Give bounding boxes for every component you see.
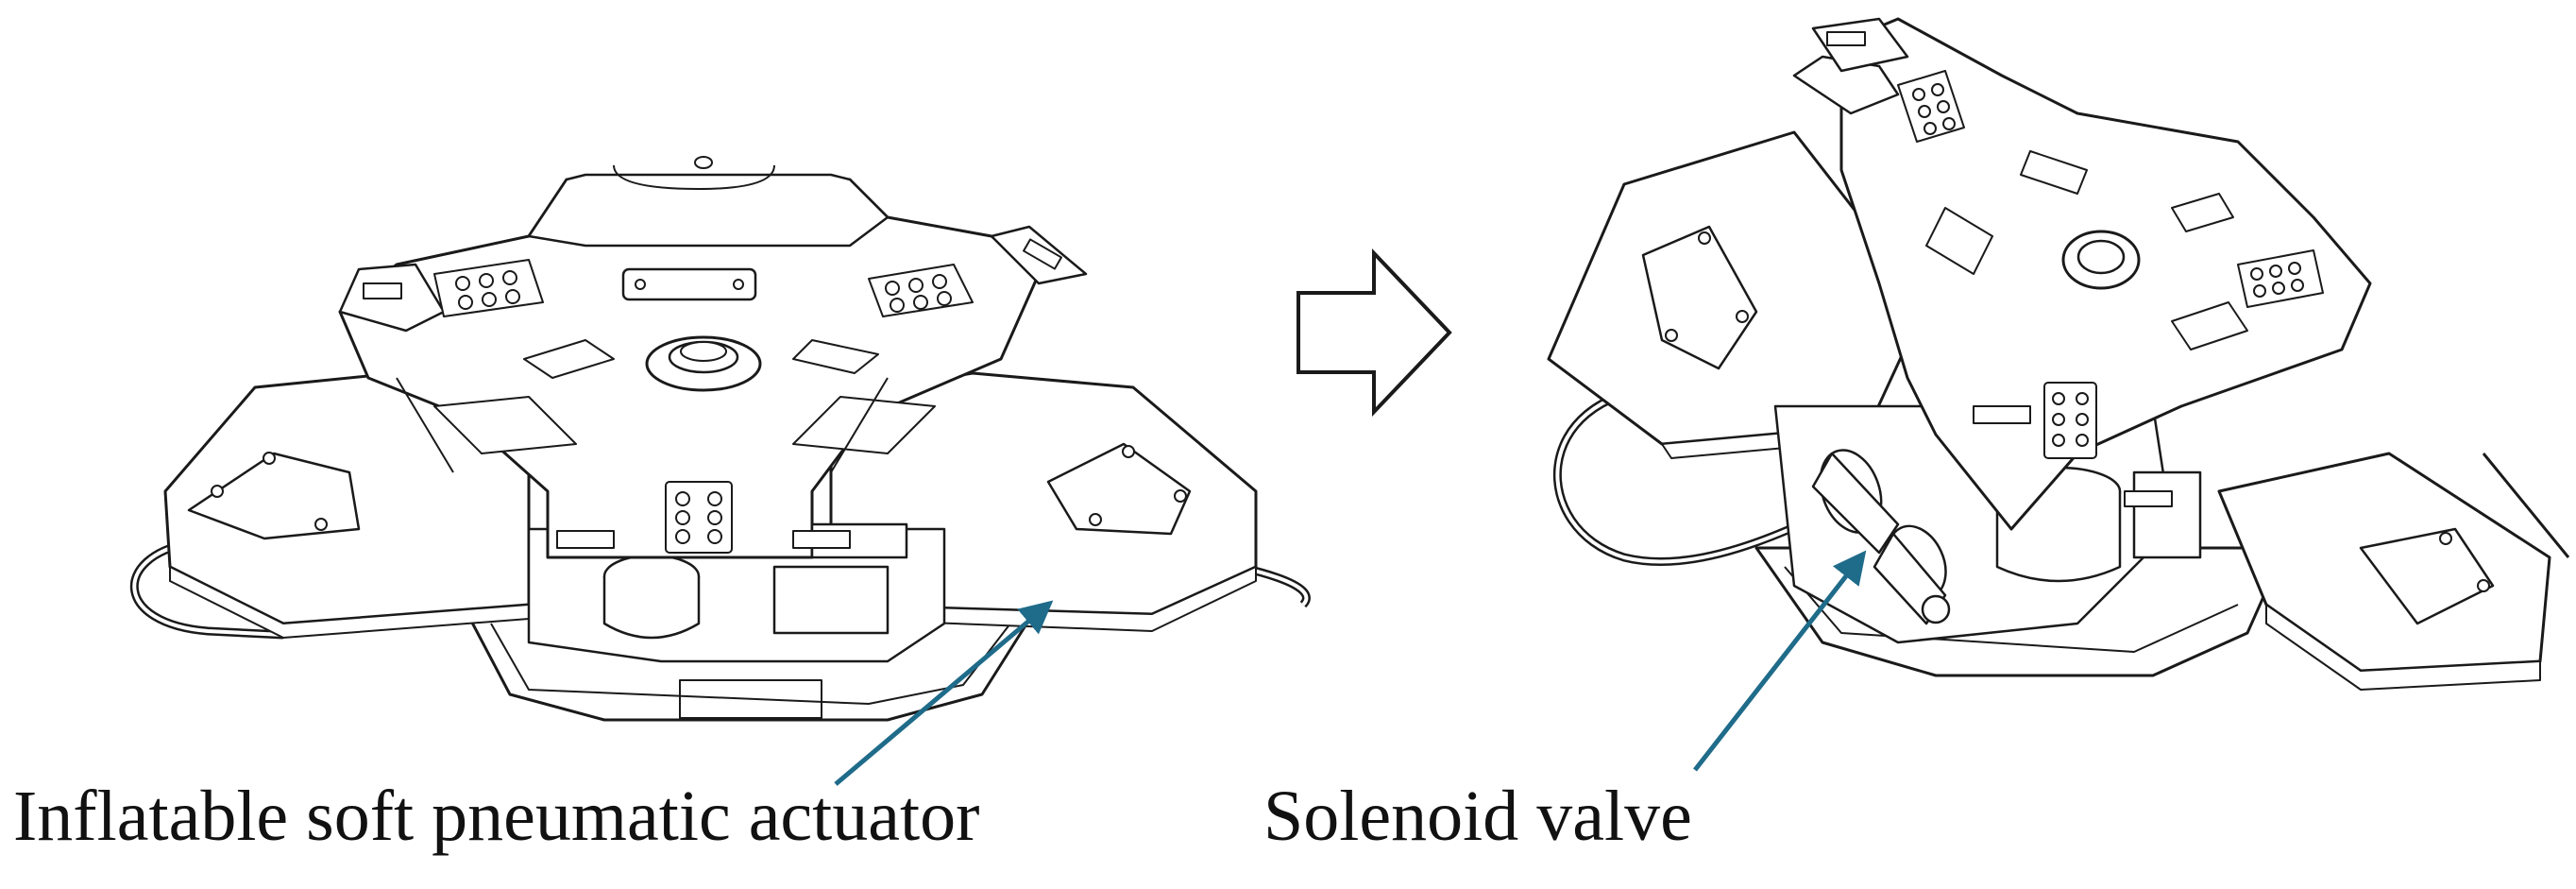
solenoid-valve bbox=[1811, 449, 1951, 625]
led-cluster-right bbox=[868, 264, 974, 317]
actuator-label: Inflatable soft pneumatic actuator bbox=[13, 777, 980, 856]
arrow-right-outline-icon bbox=[1296, 248, 1452, 417]
pointer-arrow-actuator bbox=[834, 600, 1054, 786]
led-cluster-left bbox=[433, 259, 544, 317]
pointer-arrow-valve bbox=[1693, 550, 1867, 772]
folded-device bbox=[130, 156, 1311, 722]
led-cluster-side bbox=[2237, 249, 2324, 308]
deployed-device bbox=[1547, 17, 2570, 691]
led-cluster-bottom bbox=[2043, 382, 2097, 459]
solenoid-valve-label: Solenoid valve bbox=[1263, 777, 1692, 856]
led-cluster-top bbox=[1897, 70, 1965, 143]
led-cluster-front bbox=[665, 481, 733, 554]
